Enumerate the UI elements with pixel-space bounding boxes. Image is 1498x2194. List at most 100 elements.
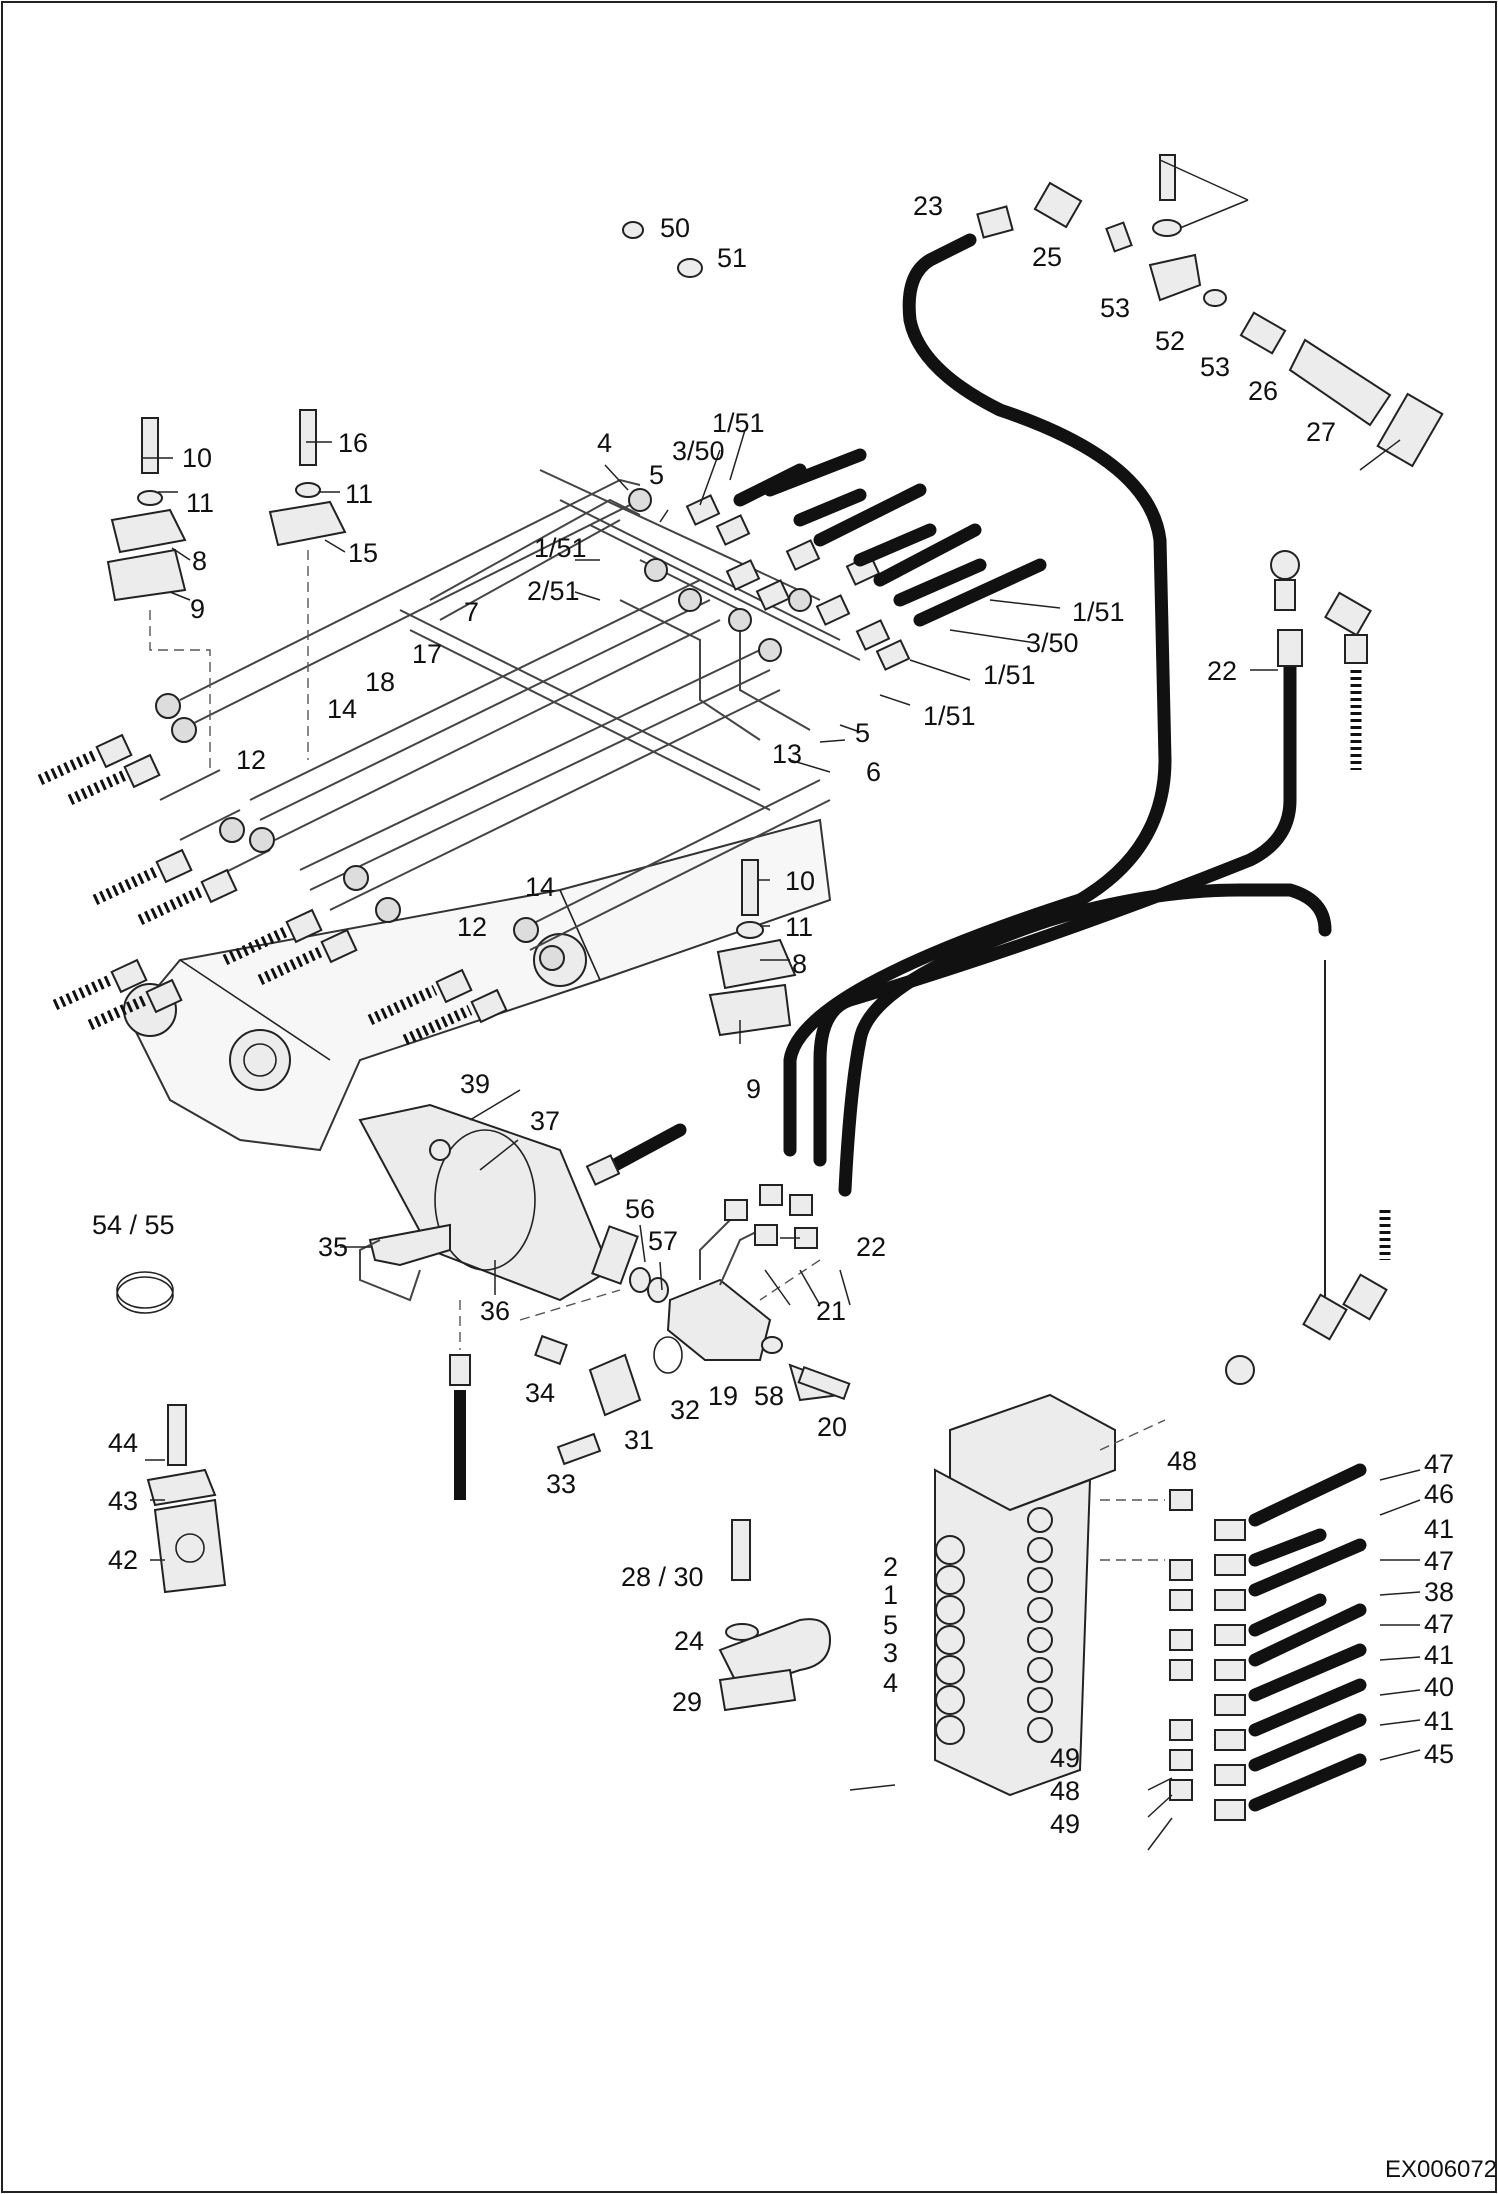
callout-53: 53 [1200,352,1230,382]
callout-19: 19 [708,1381,738,1411]
callout-15: 15 [348,538,378,568]
callout-3-50: 3/50 [672,436,725,466]
callout-41: 41 [1424,1514,1454,1544]
callout-25: 25 [1032,242,1062,272]
callout-36: 36 [480,1296,510,1326]
callout-38: 38 [1424,1577,1454,1607]
callout-10: 10 [182,443,212,473]
clamp-center [708,859,797,1037]
left-hose-ends [37,733,508,1045]
callout-22: 22 [1207,656,1237,686]
top-hose-fittings [685,448,1047,671]
clamp-42-44 [146,1404,227,1594]
callout-32: 32 [670,1395,700,1425]
callout-17: 17 [412,639,442,669]
pipe-frame-assembly [123,469,861,1152]
callout-51: 51 [717,243,747,273]
callout-22: 22 [856,1232,886,1262]
callout-4: 4 [883,1668,898,1698]
callout-42: 42 [108,1545,138,1575]
callout-12: 12 [236,745,266,775]
callout-3-50: 3/50 [1026,628,1079,658]
callout-49: 49 [1050,1809,1080,1839]
callout-9: 9 [746,1074,761,1104]
callout-44: 44 [108,1428,138,1458]
callout-34: 34 [525,1378,555,1408]
callout-11: 11 [345,479,373,509]
callout-13: 13 [772,739,802,769]
callout-1-51: 1/51 [534,533,587,563]
sleeves-50-51 [622,221,703,278]
callout-39: 39 [460,1069,490,1099]
callout-18: 18 [365,667,395,697]
callout-21: 21 [816,1296,846,1326]
callout-45: 45 [1424,1739,1454,1769]
callout-14: 14 [327,694,357,724]
callout-14: 14 [525,872,555,902]
callout-1-51: 1/51 [712,408,765,438]
callout-46: 46 [1424,1479,1454,1509]
callout-4: 4 [597,428,612,458]
callout-31: 31 [624,1425,654,1455]
callout-9: 9 [190,594,205,624]
callout-37: 37 [530,1106,560,1136]
hose-clamp-54-55 [116,1271,174,1314]
callout-52: 52 [1155,326,1185,356]
callout-11: 11 [785,912,813,942]
callout-48: 48 [1050,1776,1080,1806]
callout-47: 47 [1424,1609,1454,1639]
callout-54-55: 54 / 55 [92,1210,175,1240]
callout-leaders [143,429,1421,1851]
callout-2-51: 2/51 [527,576,580,606]
callout-5: 5 [649,460,664,490]
callout-3: 3 [883,1638,898,1668]
callout-33: 33 [546,1469,576,1499]
callout-29: 29 [672,1687,702,1717]
long-hoses [783,233,1332,1300]
callout-6: 6 [866,757,881,787]
vertical-hose-piece [449,1300,471,1500]
callout-8: 8 [792,949,807,979]
valve-block-19 [519,1184,851,1466]
callout-1-51: 1/51 [923,701,976,731]
right-fitting-22-top [1270,550,1372,770]
callout-40: 40 [1424,1672,1454,1702]
swivel-assembly [358,1103,687,1303]
callout-41: 41 [1424,1706,1454,1736]
control-valve-bank [934,1210,1391,1821]
callout-8: 8 [192,546,207,576]
callout-5: 5 [855,718,870,748]
drawing-code: EX006072 [1385,2156,1497,2183]
callout-1: 1 [883,1580,898,1610]
callout-26: 26 [1248,376,1278,406]
callout-43: 43 [108,1486,138,1516]
callout-1-51: 1/51 [1072,597,1125,627]
callout-11: 11 [186,488,214,518]
callout-7: 7 [464,597,479,627]
callout-48: 48 [1167,1446,1197,1476]
callout-10: 10 [785,866,815,896]
callout-35: 35 [318,1232,348,1262]
callout-49: 49 [1050,1743,1080,1773]
clamps-top-left [106,409,347,770]
callout-5: 5 [883,1610,898,1640]
callout-27: 27 [1306,417,1336,447]
callout-28-30: 28 / 30 [621,1562,704,1592]
callout-labels: 50 51 23 25 53 52 53 26 27 10 16 11 11 8… [92,191,1497,2183]
callout-41: 41 [1424,1640,1454,1670]
clamp-24-29 [718,1519,832,1712]
callout-12: 12 [457,912,487,942]
top-right-fitting-assembly [976,154,1444,471]
callout-53: 53 [1100,293,1130,323]
callout-50: 50 [660,213,690,243]
callout-23: 23 [913,191,943,221]
callout-20: 20 [817,1412,847,1442]
callout-24: 24 [674,1626,704,1656]
callout-57: 57 [648,1226,678,1256]
callout-16: 16 [338,428,368,458]
callout-47: 47 [1424,1449,1454,1479]
callout-47: 47 [1424,1546,1454,1576]
callout-58: 58 [754,1381,784,1411]
